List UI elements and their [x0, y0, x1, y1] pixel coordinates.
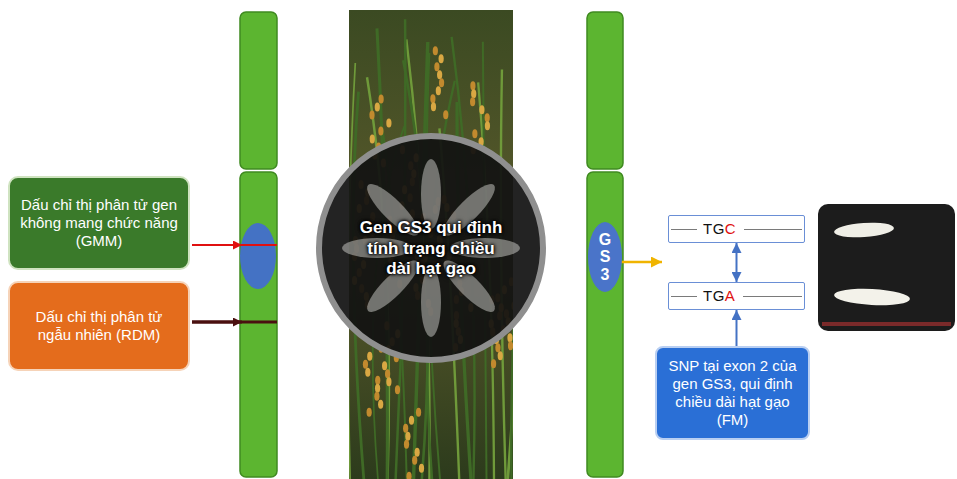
rice-panicle	[472, 129, 477, 138]
rice-panicle	[386, 377, 391, 386]
rice-panicle	[485, 113, 490, 122]
marker-arrow	[192, 244, 242, 246]
photo-strip	[822, 322, 951, 326]
rice-panicle	[405, 432, 410, 441]
center-circle: Gen GS3 qui định tính trạng chiều dài hạ…	[351, 190, 511, 308]
rice-grain	[834, 221, 895, 239]
rice-panicle	[374, 392, 379, 401]
chromosome-arm	[587, 172, 623, 477]
rice-panicle	[382, 361, 387, 370]
rice-panicle	[437, 70, 442, 79]
text-box: SNP tại exon 2 của gen GS3, qui định chi…	[655, 346, 810, 440]
rice-panicle	[367, 352, 372, 361]
grain-disc	[319, 136, 543, 360]
text-box: TGC	[668, 215, 805, 243]
sequence-part: TG	[703, 220, 725, 237]
rice-panicle	[406, 472, 411, 479]
strand-line	[671, 296, 697, 297]
rice-panicle	[404, 440, 409, 449]
strand-line	[743, 296, 802, 297]
rice-panicle	[470, 97, 475, 106]
rice-panicle	[363, 360, 368, 369]
rice-panicle	[434, 62, 439, 71]
rice-panicle	[378, 400, 383, 409]
rice-panicle	[385, 369, 390, 378]
rice-panicle	[470, 81, 475, 90]
text-box: Dấu chỉ thị phân tử ngẫu nhiên (RDM)	[8, 281, 190, 371]
chromosome-arm	[587, 12, 623, 169]
rice-panicle	[369, 111, 374, 120]
rice-panicle	[433, 46, 438, 55]
chromosome-arm	[240, 172, 277, 477]
rice-panicle	[471, 89, 476, 98]
rice-panicle	[491, 359, 496, 368]
rice-panicle	[439, 78, 444, 87]
node-text: SNP tại exon 2 của gen GS3, qui định chi…	[665, 357, 800, 429]
gene-ellipse: G S 3	[588, 222, 622, 292]
rice-panicle	[386, 119, 391, 128]
strand-line	[671, 229, 697, 230]
rice-panicle	[409, 416, 414, 425]
node-text: Dấu chỉ thị phân tử gen không mang chức …	[18, 196, 180, 250]
node-text: Dấu chỉ thị phân tử ngẫu nhiên (RDM)	[18, 308, 180, 344]
snp-base: C	[725, 220, 736, 237]
marker-line	[192, 321, 277, 324]
rice-panicle	[367, 408, 372, 417]
rice-panicle	[370, 135, 375, 144]
rice-panicle	[443, 110, 448, 119]
text-box: TGA	[668, 282, 805, 310]
rice-panicle	[379, 95, 384, 104]
rice-panicle	[485, 121, 490, 130]
gene-locus	[240, 223, 276, 289]
sequence-text: TGA	[703, 287, 735, 305]
sequence-part: TG	[703, 287, 725, 304]
rice-panicle	[498, 351, 503, 360]
rice-panicle	[412, 456, 417, 465]
rice-panicle	[403, 424, 408, 433]
rice-panicle	[495, 343, 500, 352]
sequence-row: TGA	[671, 287, 802, 305]
rice-panicle	[415, 448, 420, 457]
rice-panicle	[479, 105, 484, 114]
sequence-row: TGC	[671, 220, 802, 238]
chromosome-arm	[240, 12, 277, 169]
rice-panicle	[439, 54, 444, 63]
rice-photo	[349, 10, 513, 479]
rice-grain	[834, 287, 911, 307]
rice-panicle	[431, 102, 436, 111]
rice-panicle	[430, 94, 435, 103]
text-box: Dấu chỉ thị phân tử gen không mang chức …	[8, 176, 190, 270]
strand-line	[744, 229, 802, 230]
connector-arrow	[736, 310, 738, 346]
node-text: Gen GS3 qui định tính trạng chiều dài hạ…	[353, 218, 509, 279]
rice-panicle	[436, 86, 441, 95]
photo-ground	[349, 10, 513, 479]
rice-panicle	[378, 127, 383, 136]
rice-panicle	[365, 368, 370, 377]
rice-panicle	[375, 376, 380, 385]
rice-panicle	[507, 333, 512, 342]
connector-arrow	[736, 243, 738, 282]
grain-photo	[818, 204, 955, 331]
rice-panicle	[395, 385, 400, 394]
rice-grains	[342, 159, 520, 337]
snp-base: A	[725, 287, 736, 304]
rice-panicle	[419, 464, 424, 473]
rice-panicle	[508, 341, 513, 350]
node-text: G S 3	[597, 231, 613, 284]
rice-panicle	[375, 103, 380, 112]
sequence-text: TGC	[703, 220, 736, 238]
rice-panicle	[375, 384, 380, 393]
marker-arrow	[192, 321, 242, 324]
rice-panicle	[416, 408, 421, 417]
marker-line	[192, 244, 277, 246]
